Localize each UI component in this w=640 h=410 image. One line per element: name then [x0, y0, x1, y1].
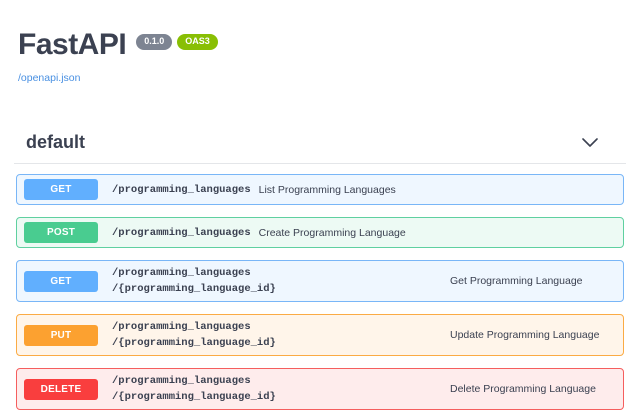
endpoint-description: List Programming Languages [258, 183, 396, 196]
oas3-badge: OAS3 [177, 34, 218, 50]
operations-list: GET /programming_languages List Programm… [0, 164, 640, 410]
chevron-down-icon[interactable] [582, 138, 598, 147]
endpoint-path: /programming_languages /{programming_lan… [112, 375, 276, 403]
method-badge: PUT [24, 324, 98, 346]
title-badges: 0.1.0 OAS3 [136, 34, 218, 50]
app-title: FastAPI [18, 28, 127, 61]
endpoint-path: /programming_languages /{programming_lan… [112, 321, 276, 349]
api-info-header: FastAPI 0.1.0 OAS3 /openapi.json [0, 0, 640, 86]
method-badge: GET [24, 179, 98, 200]
version-badge: 0.1.0 [136, 34, 173, 50]
endpoint-path: /programming_languages [112, 226, 251, 239]
endpoint-row-update-language[interactable]: PUT /programming_languages /{programming… [16, 314, 624, 356]
endpoint-row-get-language[interactable]: GET /programming_languages /{programming… [16, 260, 624, 302]
endpoint-path: /programming_languages /{programming_lan… [112, 267, 276, 295]
method-badge: DELETE [24, 378, 98, 400]
method-badge: GET [24, 270, 98, 292]
openapi-json-link[interactable]: /openapi.json [18, 72, 81, 84]
section-title: default [26, 132, 86, 152]
endpoint-row-list-languages[interactable]: GET /programming_languages List Programm… [16, 174, 624, 205]
endpoint-description: Get Programming Language [450, 275, 583, 287]
endpoint-path: /programming_languages [112, 183, 251, 196]
endpoint-row-delete-language[interactable]: DELETE /programming_languages /{programm… [16, 368, 624, 410]
title-line: FastAPI 0.1.0 OAS3 [18, 30, 622, 60]
section-header-default[interactable]: default [14, 132, 626, 164]
endpoint-description: Delete Programming Language [450, 383, 596, 395]
endpoint-row-create-language[interactable]: POST /programming_languages Create Progr… [16, 217, 624, 248]
endpoint-description: Update Programming Language [450, 329, 600, 341]
method-badge: POST [24, 222, 98, 243]
endpoint-description: Create Programming Language [258, 226, 406, 239]
